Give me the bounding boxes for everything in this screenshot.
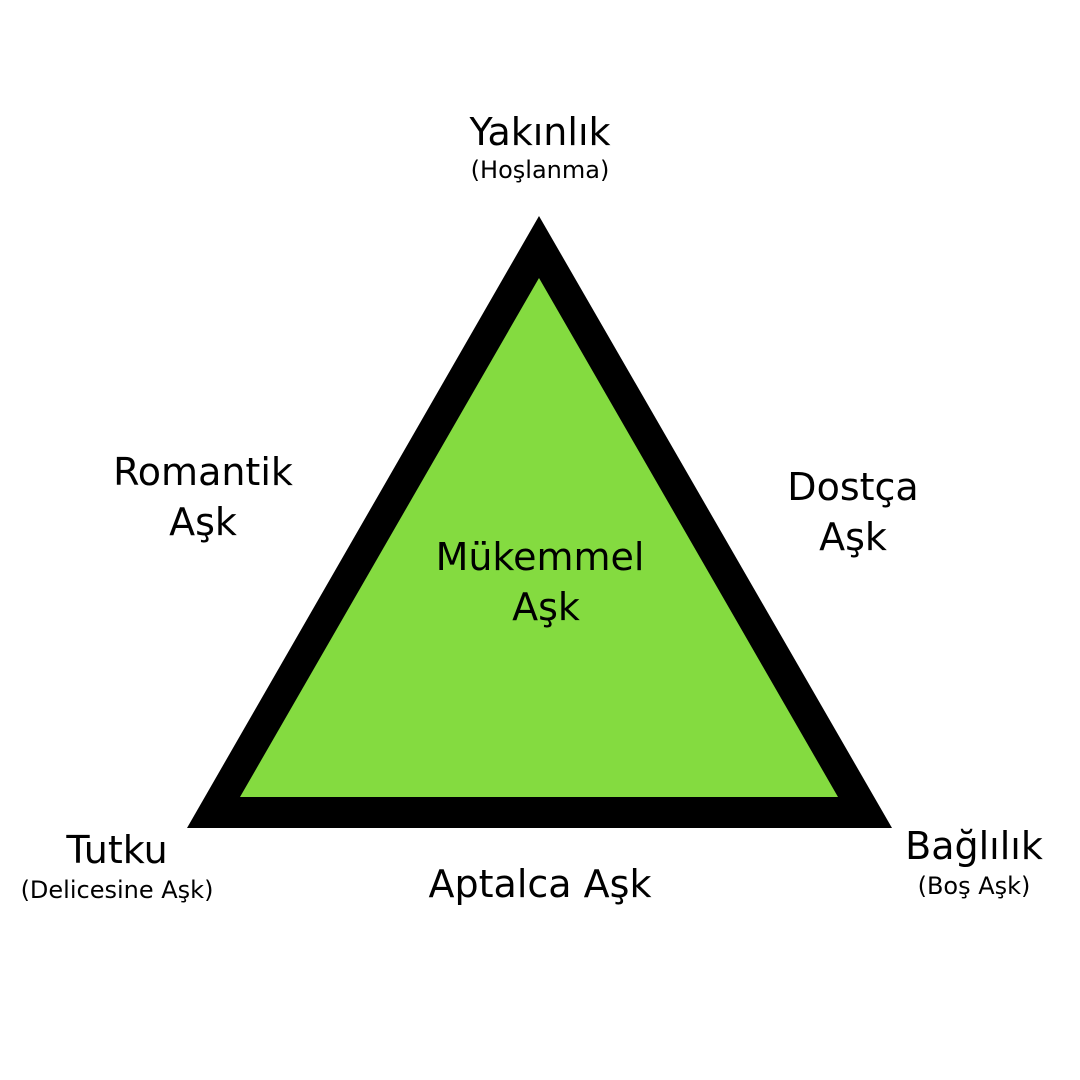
edge-right-line2: Aşk	[819, 515, 887, 559]
vertex-right-sub: (Boş Aşk)	[917, 872, 1031, 900]
vertex-top-sub: (Hoşlanma)	[470, 156, 610, 184]
edge-left-line1: Romantik	[113, 450, 293, 494]
triangle-fill	[240, 278, 838, 797]
center-line2: Aşk	[512, 585, 580, 629]
edge-left-line2: Aşk	[169, 500, 237, 544]
vertex-left-label: Tutku	[66, 828, 168, 872]
center-line1: Mükemmel	[435, 535, 645, 579]
vertex-top-label: Yakınlık	[469, 110, 611, 154]
edge-right-line1: Dostça	[787, 465, 919, 509]
vertex-left-sub: (Delicesine Aşk)	[20, 876, 214, 904]
edge-bottom-label: Aptalca Aşk	[428, 862, 652, 906]
vertex-right-label: Bağlılık	[905, 824, 1043, 868]
